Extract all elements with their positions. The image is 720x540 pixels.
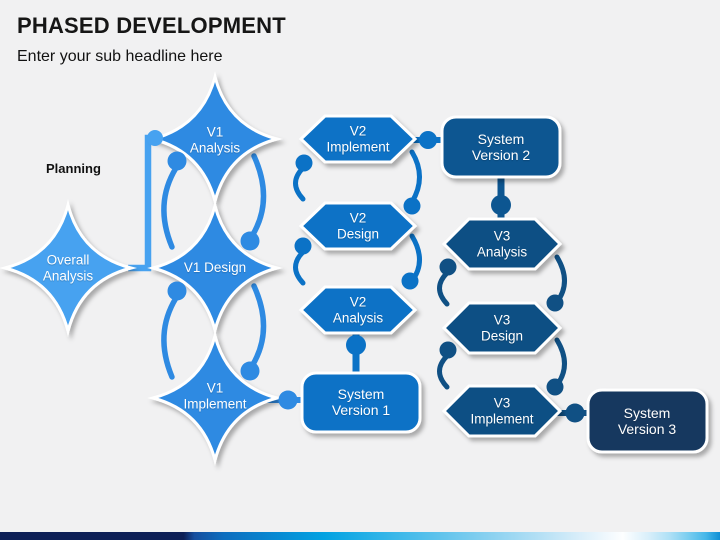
arc-v1d-v1i-right — [249, 283, 267, 369]
label-line: V2 — [349, 294, 367, 310]
label-line: Implement — [326, 139, 390, 154]
dot-v1a-v1d-right — [240, 231, 260, 251]
label-line: Analysis — [332, 310, 384, 325]
dot-elbow-v1analysis — [147, 130, 163, 146]
arc-v1a-v1d-right — [249, 153, 267, 239]
node-label-system-version-3: System Version 3 — [618, 405, 676, 437]
label-line: Version 3 — [617, 421, 677, 437]
label-line: Implement — [470, 411, 534, 426]
dot-v1implement-sys1 — [278, 390, 298, 410]
dot-v2d-v2a-left — [294, 237, 312, 255]
node-label-system-version-1: System Version 1 — [332, 386, 390, 418]
arc-v3d-v3i-right — [554, 337, 567, 388]
node-system-version-1 — [300, 371, 422, 434]
label-line: V1 Design — [183, 260, 247, 276]
node-v1-design — [147, 200, 283, 336]
label-line: Design — [336, 226, 380, 241]
dot-v2i-v2d-left — [295, 154, 313, 172]
dot-sys2-v3analysis — [491, 195, 511, 215]
label-line: System — [623, 404, 671, 421]
dot-v1a-v1d-left — [167, 151, 187, 171]
label-line: V2 — [349, 123, 367, 139]
node-label-v3-implement: V3 Implement — [470, 395, 533, 426]
diagram-shapes — [0, 71, 709, 466]
label-line: Design — [480, 328, 524, 343]
label-line: Version 1 — [331, 402, 391, 418]
dot-v1d-v1i-left — [167, 281, 187, 301]
page-subtitle: Enter your sub headline here — [17, 48, 223, 65]
label-line: Implement — [183, 396, 247, 411]
node-label-v2-design: V2 Design — [337, 210, 379, 241]
arc-v2i-v2d-left — [293, 165, 306, 202]
node-v2-design — [298, 201, 418, 251]
page-title: PHASED DEVELOPMENT — [17, 13, 286, 38]
dot-v2i-v2d-right — [403, 197, 421, 215]
bottom-accent-bar — [0, 532, 720, 540]
dot-v3a-v3d-left — [439, 258, 457, 276]
node-v3-implement — [441, 384, 563, 438]
node-label-v3-analysis: V3 Analysis — [477, 228, 527, 259]
dot-v2implement-sys2 — [419, 131, 437, 149]
dot-v2analysis-sys1 — [346, 335, 366, 355]
dot-v3d-v3i-left — [439, 341, 457, 359]
node-label-v2-implement: V2 Implement — [326, 123, 389, 154]
node-label-v2-analysis: V2 Analysis — [333, 294, 383, 325]
node-label-v1-implement: V1 Implement — [183, 380, 246, 411]
node-label-system-version-2: System Version 2 — [472, 131, 530, 163]
arc-v2i-v2d-right — [409, 149, 422, 205]
dot-v3a-v3d-right — [546, 294, 564, 312]
label-line: System — [477, 130, 525, 147]
label-line: Analysis — [476, 244, 528, 259]
arc-v3a-v3d-left — [437, 270, 450, 307]
node-v2-implement — [298, 114, 418, 164]
arc-v1d-v1i-left — [161, 295, 179, 380]
dot-v2d-v2a-right — [401, 272, 419, 290]
label-line: V2 — [349, 210, 367, 226]
label-line: V1 — [206, 124, 224, 140]
label-line: System — [337, 385, 385, 402]
label-line: V3 — [493, 395, 511, 411]
label-line: Analysis — [189, 140, 241, 155]
node-v2-analysis — [298, 285, 418, 335]
dot-v1d-v1i-right — [240, 361, 260, 381]
label-line: V3 — [493, 228, 511, 244]
node-label-overall-analysis: Overall Analysis — [43, 252, 93, 283]
node-label-v3-design: V3 Design — [481, 312, 523, 343]
connector-dots — [147, 130, 585, 423]
label-line: Overall — [46, 252, 90, 268]
node-v3-analysis — [441, 217, 563, 271]
dot-v3implement-sys3 — [565, 403, 585, 423]
label-line: V1 — [206, 380, 224, 396]
label-line: V3 — [493, 312, 511, 328]
node-v1-implement — [147, 330, 283, 466]
node-overall-analysis — [0, 199, 137, 337]
node-system-version-2 — [440, 115, 562, 179]
node-label-v1-design: V1 Design — [184, 260, 246, 276]
label-line: Analysis — [42, 268, 94, 283]
arc-v1a-v1d-left — [161, 165, 179, 250]
arc-v3d-v3i-left — [437, 353, 450, 390]
connector-overall-to-v1analysis — [128, 134, 152, 272]
dot-v3d-v3i-right — [546, 378, 564, 396]
node-label-v1-analysis: V1 Analysis — [190, 124, 240, 155]
arc-v2d-v2a-left — [293, 249, 306, 286]
planning-label: Planning — [46, 161, 101, 176]
node-v3-design — [441, 301, 563, 355]
label-line: Version 2 — [471, 147, 531, 163]
node-system-version-3 — [586, 388, 709, 454]
